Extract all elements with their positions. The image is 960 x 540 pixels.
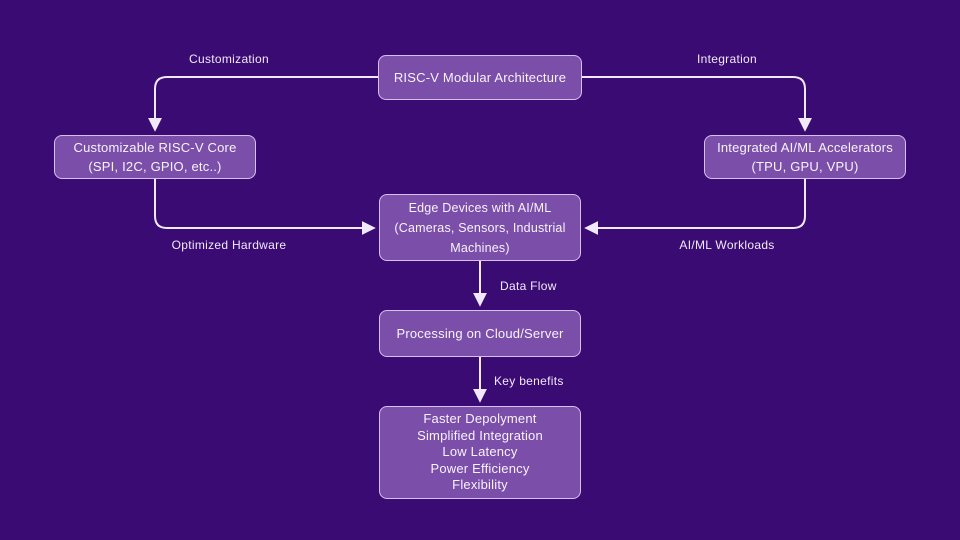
node-title: Integrated AI/ML Accelerators	[717, 140, 893, 155]
edge-label-integration: Integration	[696, 52, 758, 66]
benefit-item: Faster Depolyment	[423, 411, 537, 427]
node-line: Machines)	[450, 240, 510, 255]
benefit-item: Low Latency	[442, 444, 518, 460]
node-subtitle: (TPU, GPU, VPU)	[751, 159, 859, 174]
connector-root-to-accelerators	[582, 76, 812, 132]
node-integrated-ai-ml-accelerators: Integrated AI/ML Accelerators (TPU, GPU,…	[704, 135, 906, 179]
node-title: Customizable RISC-V Core	[73, 140, 237, 155]
edge-label-optimized-hardware: Optimized Hardware	[171, 238, 287, 252]
node-key-benefits-list: Faster Depolyment Simplified Integration…	[379, 406, 581, 499]
node-title: Processing on Cloud/Server	[396, 326, 564, 341]
node-subtitle: (SPI, I2C, GPIO, etc..)	[88, 159, 222, 174]
benefit-item: Simplified Integration	[417, 427, 543, 443]
edge-label-aiml-workloads: AI/ML Workloads	[679, 238, 775, 252]
node-line: (Cameras, Sensors, Industrial	[394, 220, 566, 235]
benefit-item: Power Efficiency	[430, 460, 530, 476]
node-title: RISC-V Modular Architecture	[393, 70, 567, 85]
edge-label-customization: Customization	[189, 52, 269, 66]
connector-accelerators-to-edge	[584, 179, 806, 235]
node-risc-v-modular-architecture: RISC-V Modular Architecture	[378, 55, 582, 100]
benefit-item: Flexibility	[452, 477, 508, 493]
node-processing-cloud-server: Processing on Cloud/Server	[379, 310, 581, 357]
connector-core-to-edge	[154, 179, 376, 235]
edge-label-data-flow: Data Flow	[500, 279, 557, 293]
node-edge-devices: Edge Devices with AI/ML (Cameras, Sensor…	[379, 194, 581, 261]
connector-root-to-core	[148, 76, 378, 132]
node-customizable-risc-v-core: Customizable RISC-V Core (SPI, I2C, GPIO…	[54, 135, 256, 179]
edge-label-key-benefits: Key benefits	[494, 374, 564, 388]
node-line: Edge Devices with AI/ML	[408, 200, 552, 215]
